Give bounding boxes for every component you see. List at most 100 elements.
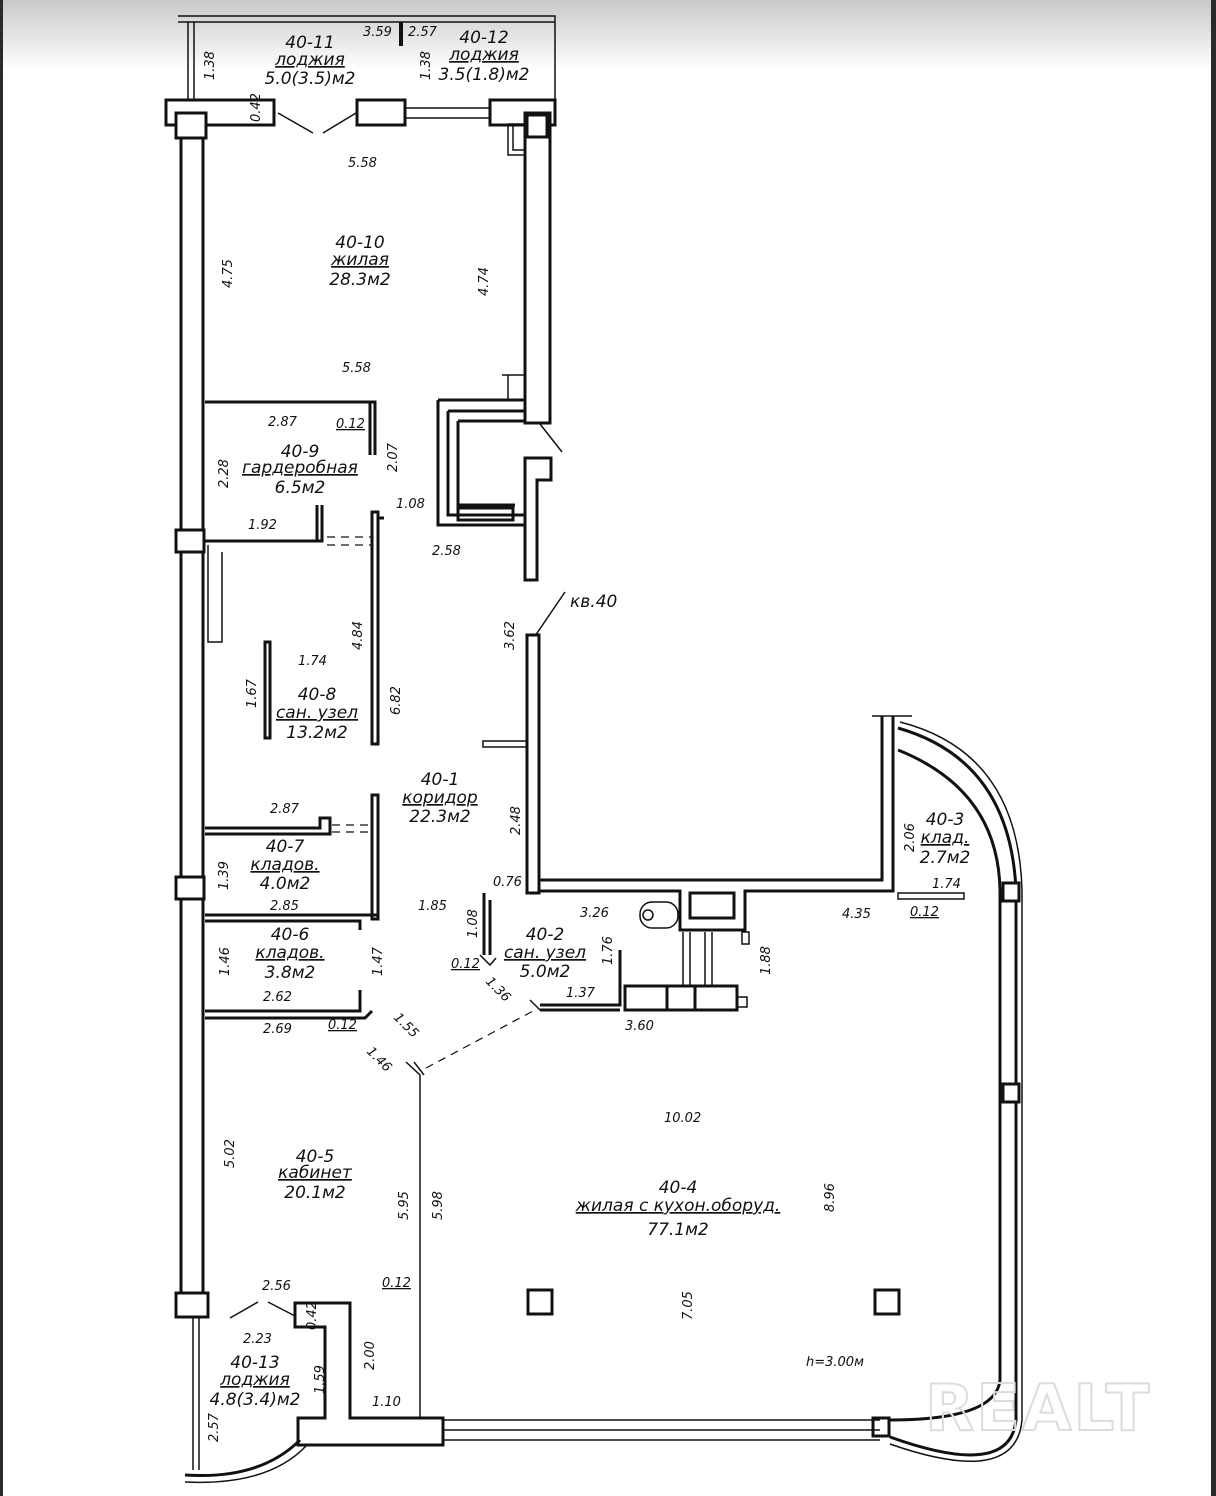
dimension: 2.00	[363, 1341, 378, 1370]
room-area-40-3: 2.7м2	[920, 848, 971, 868]
dimension: 1.59	[313, 1365, 328, 1394]
room-id-40-8: 40-8	[298, 685, 337, 705]
room-labels: 40-11 лоджия 5.0(3.5)м2 40-12 лоджия 3.5…	[210, 28, 971, 1410]
dimension: 3.59	[363, 25, 392, 40]
dimension: 1.46	[218, 947, 233, 976]
room-name-40-11: лоджия	[274, 50, 345, 70]
dimension: 1.88	[759, 946, 774, 975]
room-id-40-2: 40-2	[526, 925, 565, 945]
dimension: 0.12	[910, 905, 939, 920]
dimension: 1.38	[203, 51, 218, 80]
room-name-40-5: кабинет	[278, 1163, 353, 1183]
room-area-40-2: 5.0м2	[520, 962, 571, 982]
room-area-40-11: 5.0(3.5)м2	[265, 69, 356, 89]
dimension: 2.57	[408, 25, 438, 40]
scan-right-edge	[1211, 0, 1216, 1496]
dimension: 5.95	[397, 1191, 412, 1220]
room-area-40-13: 4.8(3.4)м2	[210, 1390, 301, 1410]
room-name-40-4: жилая с кухон.оборуд.	[575, 1196, 781, 1216]
dimension: 7.05	[681, 1291, 696, 1320]
dimension: 1.92	[248, 518, 277, 533]
dimension: 3.26	[580, 906, 609, 921]
dimension: 2.87	[270, 802, 300, 817]
dimension: 1.85	[418, 899, 447, 914]
dimension: 1.47	[371, 946, 386, 976]
room-area-40-6: 3.8м2	[265, 963, 316, 983]
column-right	[873, 1288, 901, 1316]
dimension: 2.58	[432, 544, 461, 559]
dimension: 2.48	[509, 806, 524, 835]
dimension: 2.23	[243, 1332, 272, 1347]
scan-top-shadow	[0, 0, 1216, 70]
room-area-40-5: 20.1м2	[284, 1183, 346, 1203]
dimension: 0.12	[382, 1276, 411, 1291]
room-id-40-9: 40-9	[281, 442, 320, 462]
dimension: 2.56	[262, 1279, 291, 1294]
room-name-40-6: кладов.	[255, 943, 324, 963]
dimension: 1.76	[601, 936, 616, 965]
dimension: 4.35	[842, 907, 871, 922]
wall-corridor-right	[525, 633, 541, 895]
room-area-40-10: 28.3м2	[329, 270, 391, 290]
dimension: 2.69	[263, 1022, 292, 1037]
dimension: 0.12	[451, 957, 480, 972]
dimension: 5.58	[348, 156, 377, 171]
room-id-40-4: 40-4	[659, 1178, 698, 1198]
room-id-40-5: 40-5	[296, 1147, 335, 1167]
dimension: 1.74	[932, 877, 961, 892]
loggia-divider	[399, 22, 403, 46]
room-id-40-7: 40-7	[266, 837, 305, 857]
room-name-40-3: клад.	[921, 828, 970, 848]
dimension: 1.46	[363, 1044, 394, 1075]
room-area-40-9: 6.5м2	[275, 478, 326, 498]
dimension: 3.60	[625, 1019, 654, 1034]
room-id-40-13: 40-13	[230, 1353, 279, 1373]
dimension: 1.67	[245, 678, 260, 708]
dimension: 1.38	[419, 51, 434, 80]
dimension: 5.02	[223, 1139, 238, 1168]
room-name-40-1: коридор	[402, 788, 478, 808]
room-id-40-6: 40-6	[271, 925, 310, 945]
dimension: 2.28	[217, 459, 232, 488]
wall-right-upper	[523, 111, 552, 425]
apartment-label: кв.40	[570, 592, 617, 612]
room-name-40-10: жилая	[330, 250, 389, 270]
room-id-40-12: 40-12	[459, 28, 508, 48]
scan-left-edge	[0, 0, 3, 1496]
room-name-40-13: лоджия	[219, 1370, 290, 1390]
room-area-40-12: 3.5(1.8)м2	[439, 65, 530, 85]
dimension: 2.06	[903, 823, 918, 852]
dimension: 0.42	[305, 1301, 320, 1330]
dimension: 4.75	[221, 259, 236, 288]
apartment-leader-line	[534, 591, 566, 637]
dimension: 1.08	[466, 909, 481, 938]
room-id-40-10: 40-10	[335, 233, 384, 253]
room-name-40-8: сан. узел	[276, 703, 358, 723]
room-name-40-12: лоджия	[448, 45, 519, 65]
room-id-40-3: 40-3	[926, 810, 965, 830]
dimension: 0.42	[249, 93, 264, 122]
dimension: 3.62	[503, 621, 518, 650]
room-name-40-9: гардеробная	[242, 458, 358, 478]
dimension: 1.08	[396, 497, 425, 512]
dimension: 1.37	[566, 986, 596, 1001]
dimension: 0.12	[328, 1018, 357, 1033]
walls	[164, 15, 1023, 1484]
dimension: 2.57	[207, 1412, 222, 1442]
dimension: 2.62	[263, 990, 292, 1005]
column-left	[526, 1288, 554, 1316]
watermark-logo: REALT	[925, 1372, 1151, 1446]
ceiling-height: h=3.00м	[806, 1355, 864, 1370]
dimension: 1.10	[372, 1395, 401, 1410]
dimension: 5.58	[342, 361, 371, 376]
dimension: 1.36	[482, 974, 513, 1005]
dimension: 1.55	[390, 1010, 421, 1041]
dimension: 5.98	[431, 1191, 446, 1220]
room-area-40-7: 4.0м2	[260, 874, 311, 894]
dimension: 8.96	[823, 1183, 838, 1212]
room-id-40-11: 40-11	[285, 33, 334, 53]
dimension-labels: 3.59 2.57 1.38 1.38 0.42 5.58 4.75 4.74 …	[203, 25, 961, 1442]
dimension: 1.39	[217, 861, 232, 890]
dimension: 0.76	[493, 875, 522, 890]
dimension: 2.85	[270, 899, 299, 914]
